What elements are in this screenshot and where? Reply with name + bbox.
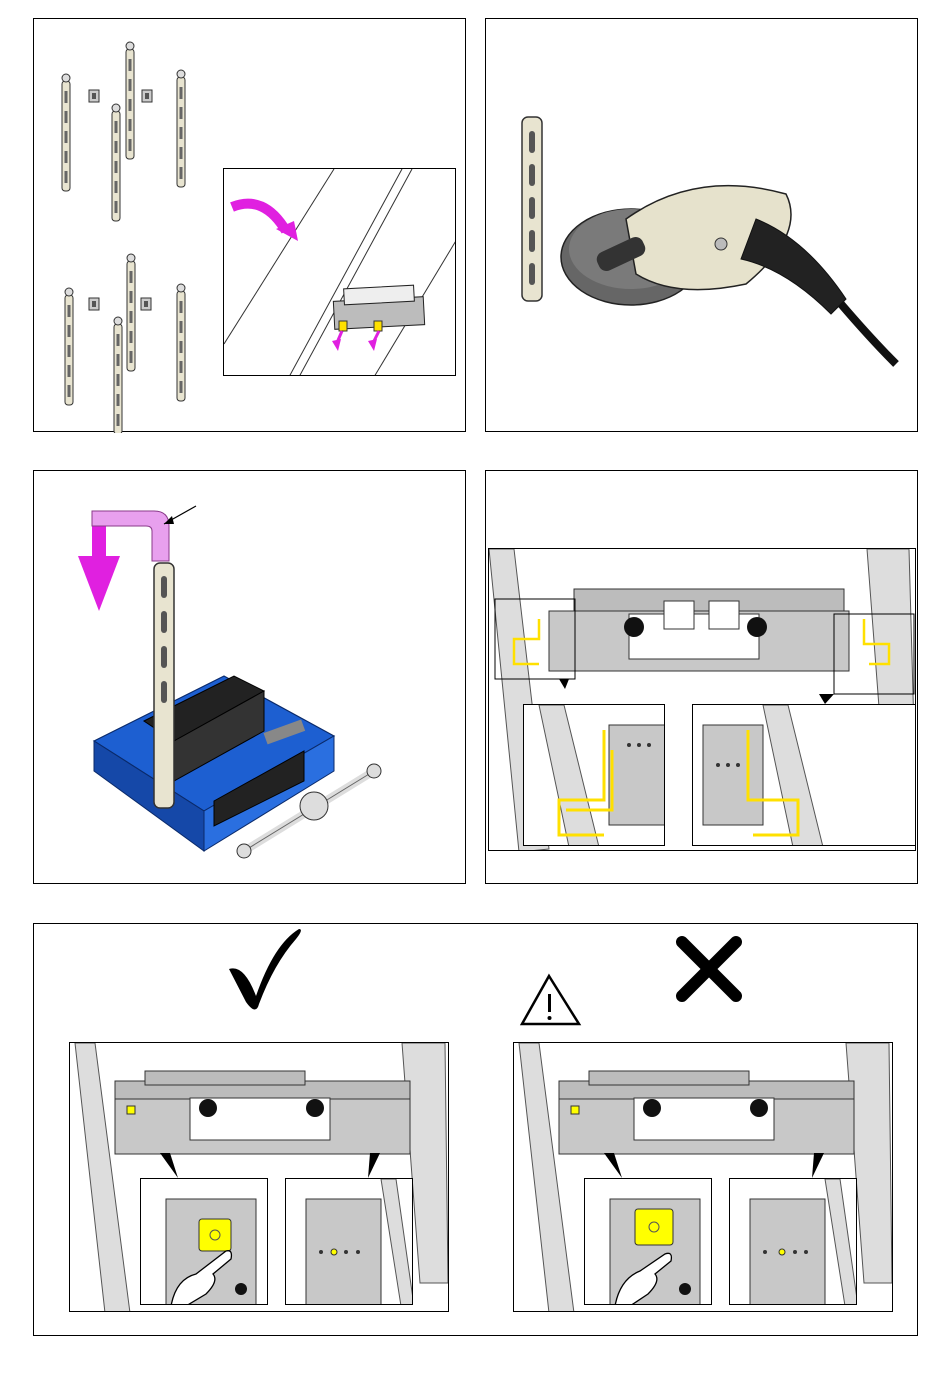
rail-mount-main-view (488, 548, 916, 851)
angle-grinder-icon (561, 186, 896, 364)
bench-vise-icon (94, 676, 381, 858)
panel-brackets (33, 18, 466, 432)
mounting-bracket-icon (62, 74, 70, 191)
slotted-strip-icon (522, 117, 542, 301)
correct-detail-left (140, 1178, 268, 1305)
rail-mount-detail-right (692, 704, 916, 846)
down-arrow-icon (78, 516, 120, 611)
cross-mark-icon (682, 942, 736, 996)
correct-detail-right (285, 1178, 413, 1305)
panel-rail-mount (485, 470, 918, 884)
incorrect-position-view (513, 1042, 893, 1312)
panel-grinder (485, 18, 918, 432)
panel-correct-incorrect (33, 923, 918, 1336)
rail-detail-inset (223, 168, 456, 376)
rail-mount-detail-left (523, 704, 665, 846)
correct-position-view (69, 1042, 449, 1312)
incorrect-detail-right (729, 1178, 857, 1305)
rotate-arrow-icon (232, 204, 286, 231)
clip-nut-icon (89, 90, 99, 102)
vise-illustration (34, 471, 467, 885)
check-mark-icon (229, 929, 301, 1010)
panel-vise-bending (33, 470, 466, 884)
grinder-illustration (486, 19, 919, 433)
warning-triangle-icon (522, 976, 579, 1024)
incorrect-detail-left (584, 1178, 712, 1305)
